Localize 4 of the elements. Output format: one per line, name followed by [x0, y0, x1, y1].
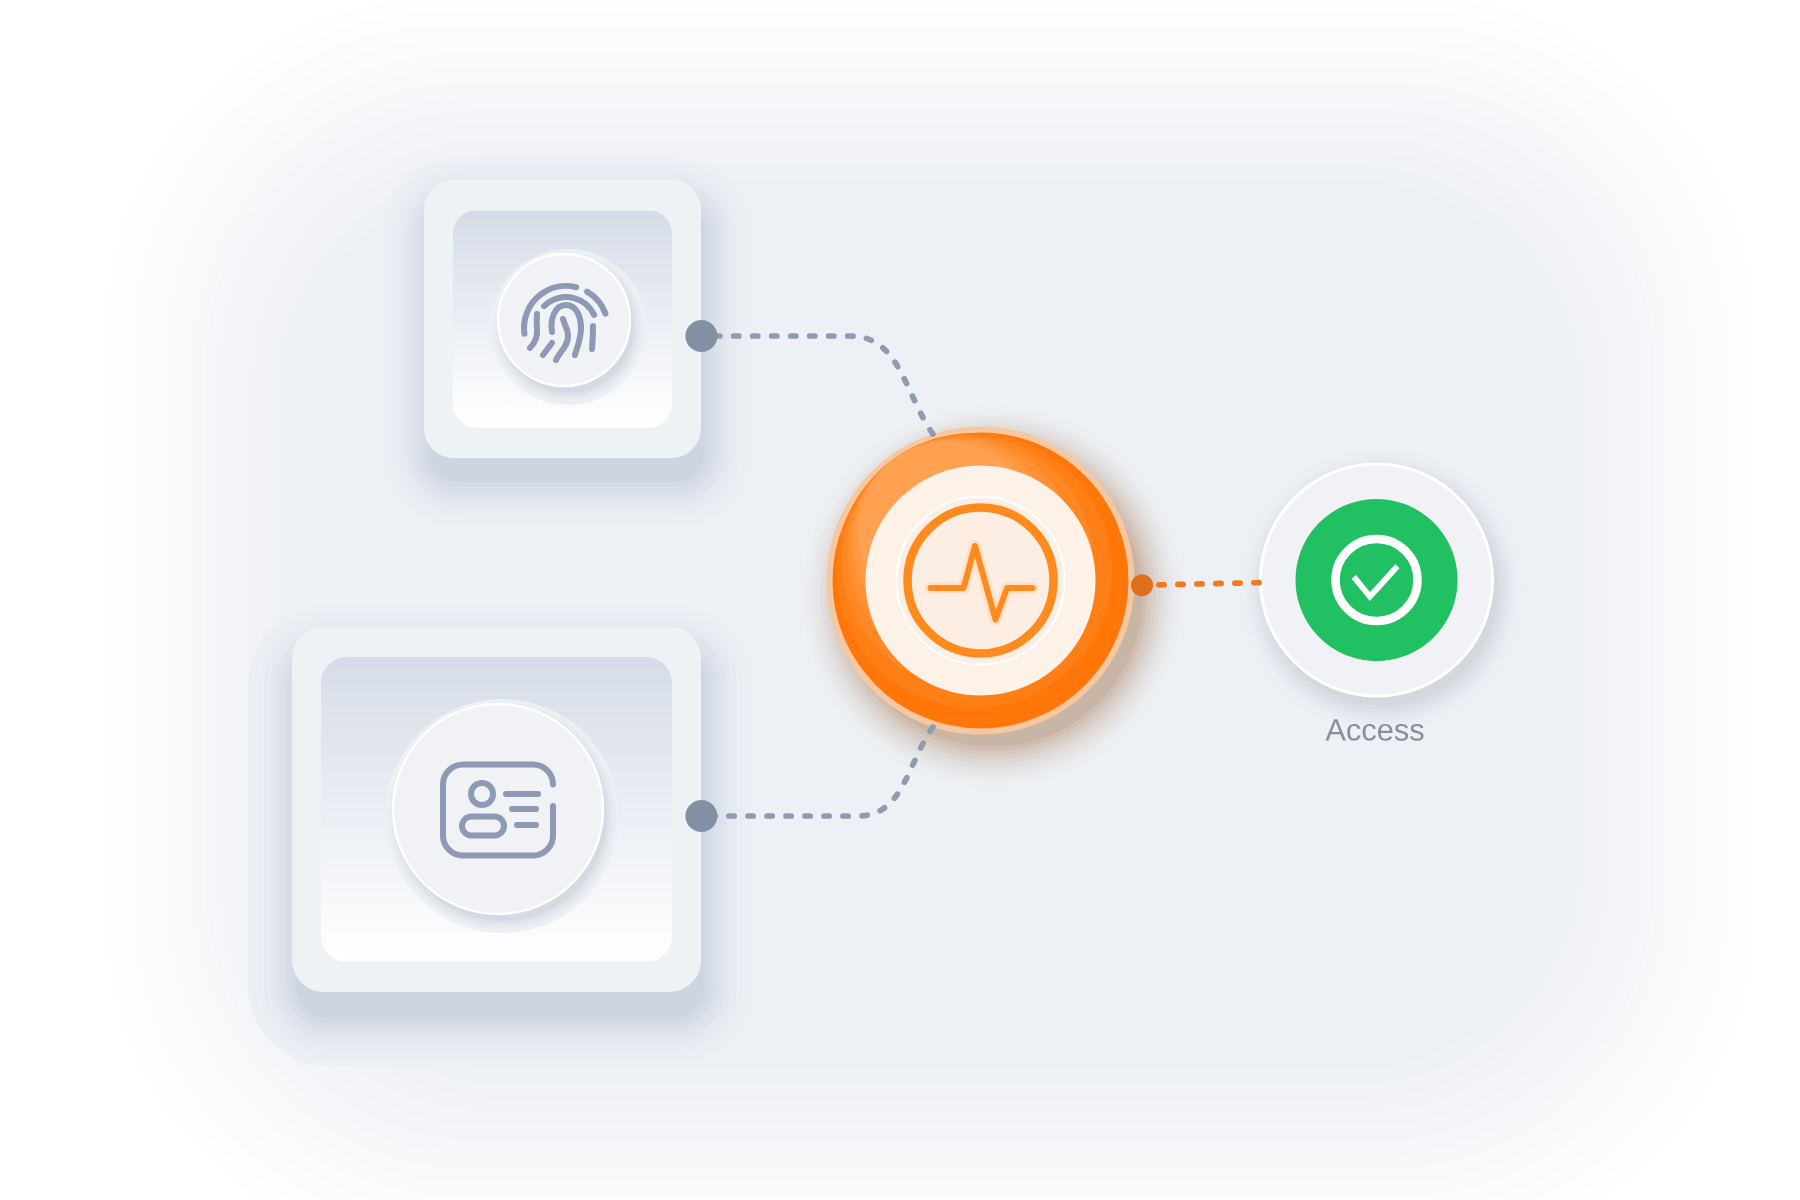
connector	[1131, 574, 1262, 597]
connector	[685, 320, 936, 437]
connector	[685, 724, 936, 832]
node-label: Access	[1325, 719, 1424, 741]
